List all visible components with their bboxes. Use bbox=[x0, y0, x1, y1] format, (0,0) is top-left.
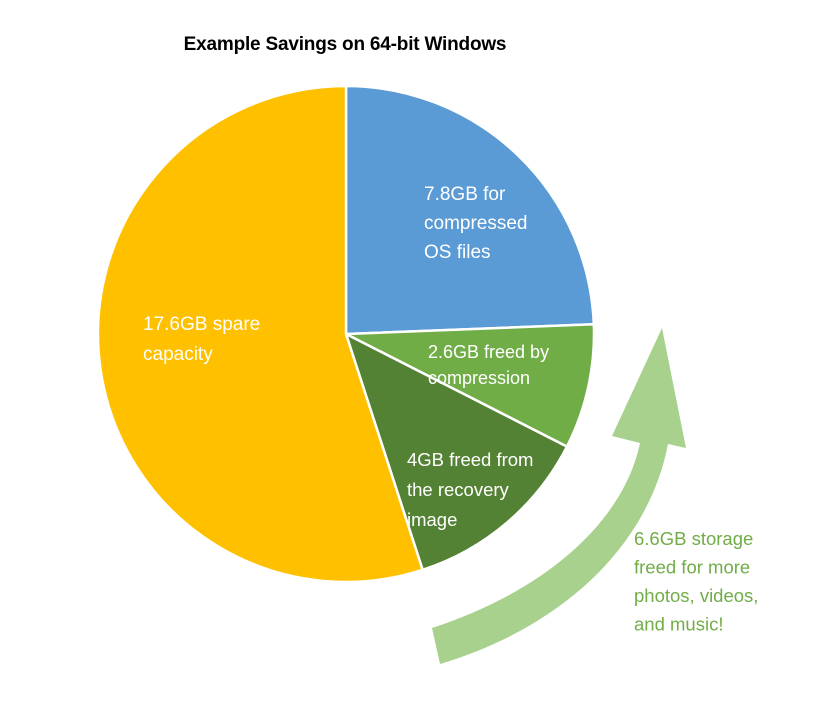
pie-slice-compressed-os-files bbox=[344, 84, 596, 336]
pie-slice-freed-by-compression bbox=[344, 323, 596, 448]
pie-slice-freed-from-recovery-image bbox=[344, 332, 569, 572]
savings-arrow bbox=[432, 328, 686, 664]
pie-slice-spare-capacity bbox=[96, 84, 424, 584]
chart-title: Example Savings on 64-bit Windows bbox=[183, 34, 507, 55]
